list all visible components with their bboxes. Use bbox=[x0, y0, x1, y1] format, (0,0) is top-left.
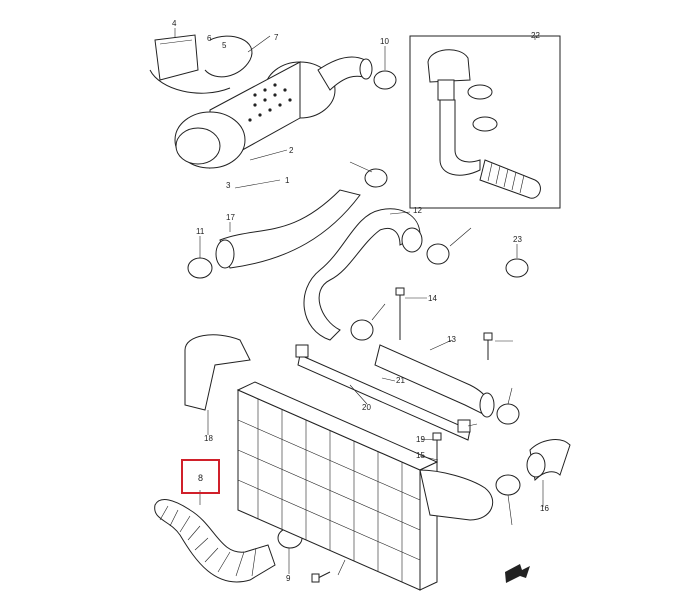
direction-arrow-icon bbox=[505, 564, 530, 583]
hose-12 bbox=[303, 208, 423, 341]
callout-5: 5 bbox=[222, 41, 227, 50]
inset-box-22 bbox=[409, 35, 561, 209]
air-cleaner-assembly bbox=[149, 34, 373, 169]
pipe-13 bbox=[374, 344, 495, 418]
callout-17: 17 bbox=[226, 213, 235, 222]
callout-7: 7 bbox=[274, 33, 279, 42]
callout-18: 18 bbox=[204, 434, 213, 443]
callout-22: 22 bbox=[531, 31, 540, 40]
callout-16: 16 bbox=[540, 504, 549, 513]
bracket-20 bbox=[295, 344, 471, 441]
callout-10: 10 bbox=[380, 37, 389, 46]
intake-snorkel-assembly bbox=[427, 49, 541, 199]
callout-21: 21 bbox=[396, 376, 405, 385]
clamps bbox=[187, 70, 529, 549]
callout-8: 8 bbox=[198, 473, 203, 483]
callout-13: 13 bbox=[447, 335, 456, 344]
callout-19: 19 bbox=[416, 435, 425, 444]
callout-labels: 1 2 3 4 5 6 7 8 9 10 11 12 13 14 15 16 1… bbox=[172, 19, 549, 583]
callout-15: 15 bbox=[416, 451, 425, 460]
callout-6: 6 bbox=[207, 34, 212, 43]
bolts bbox=[311, 287, 493, 583]
callout-1: 1 bbox=[285, 176, 290, 185]
intercooler-18 bbox=[184, 334, 494, 591]
hose-8 bbox=[154, 499, 276, 583]
hose-17 bbox=[215, 189, 361, 269]
callout-11: 11 bbox=[196, 227, 205, 236]
callout-3: 3 bbox=[226, 181, 231, 190]
callout-14: 14 bbox=[428, 294, 437, 303]
callout-23: 23 bbox=[513, 235, 522, 244]
hose-16 bbox=[526, 439, 571, 482]
callout-20: 20 bbox=[362, 403, 371, 412]
leader-lines bbox=[174, 28, 544, 576]
callout-12: 12 bbox=[413, 206, 422, 215]
callout-9: 9 bbox=[286, 574, 291, 583]
highlight-box bbox=[181, 459, 220, 494]
callout-2: 2 bbox=[289, 146, 294, 155]
callout-4: 4 bbox=[172, 19, 177, 28]
